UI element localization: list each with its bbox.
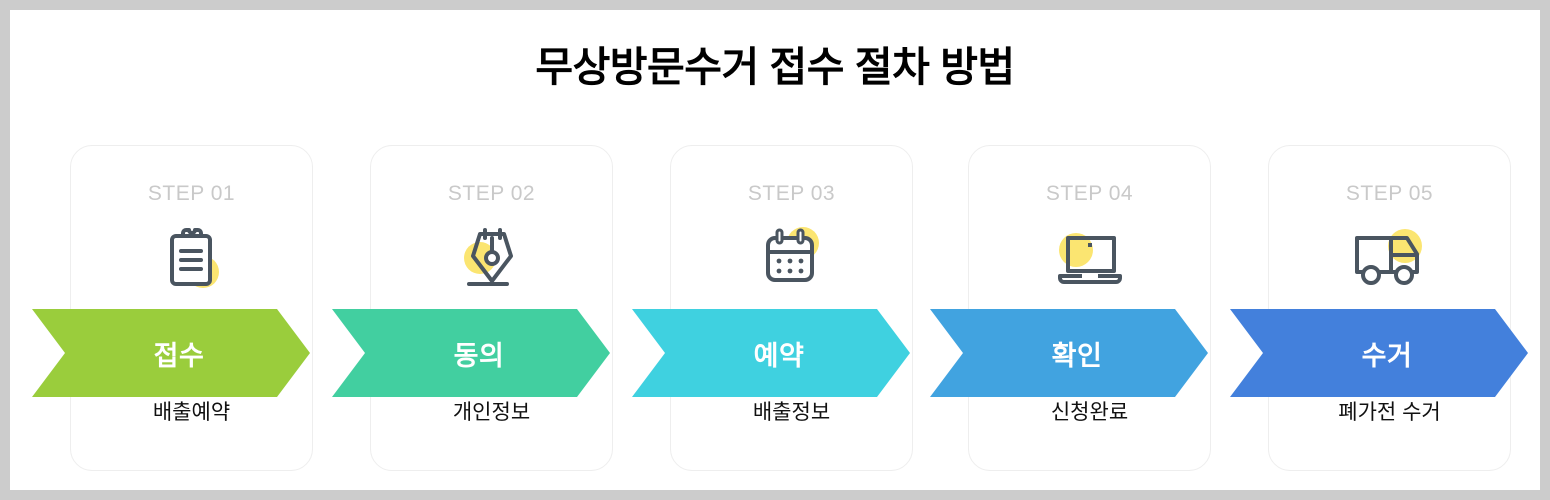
- banner-step-4[interactable]: 확인: [930, 309, 1208, 397]
- steps-container: STEP 01 배출예약 STEP 02: [10, 138, 1540, 478]
- laptop-icon: [969, 214, 1210, 304]
- banner-label-4: 확인: [1051, 340, 1103, 371]
- banner-label-3: 예약: [753, 340, 805, 371]
- step-number-5: STEP 05: [1345, 182, 1434, 205]
- process-flow-page: 무상방문수거 접수 절차 방법 STEP 01 배출예약 STEP 02: [10, 10, 1540, 490]
- step-card-5[interactable]: STEP 05 폐가전 수거: [1268, 145, 1511, 471]
- calendar-icon: [671, 214, 912, 304]
- step-number-4: STEP 04: [1045, 182, 1134, 205]
- step-caption-4: 신청완료: [1050, 401, 1129, 424]
- banner-step-3[interactable]: 예약: [632, 309, 910, 397]
- step-card-3[interactable]: STEP 03 배출정보: [670, 145, 913, 471]
- step-card-2[interactable]: STEP 02 개인정보: [370, 145, 613, 471]
- banner-step-5[interactable]: 수거: [1230, 309, 1528, 397]
- banner-step-2[interactable]: 동의: [332, 309, 610, 397]
- step-caption-5: 폐가전 수거: [1338, 401, 1441, 424]
- step-card-4[interactable]: STEP 04 신청완료: [968, 145, 1211, 471]
- step-caption-2: 개인정보: [452, 401, 531, 424]
- step-number-1: STEP 01: [147, 182, 236, 205]
- step-caption-3: 배출정보: [752, 401, 831, 424]
- banner-label-1: 접수: [153, 340, 205, 371]
- truck-icon: [1269, 214, 1510, 304]
- banner-label-2: 동의: [453, 340, 505, 371]
- step-number-2: STEP 02: [447, 182, 536, 205]
- clipboard-icon: [71, 214, 312, 304]
- banner-label-5: 수거: [1361, 340, 1413, 371]
- step-caption-1: 배출예약: [152, 401, 231, 424]
- chevron-banner-row: 접수 동의 예약 확인 수거: [10, 309, 1540, 397]
- page-title: 무상방문수거 접수 절차 방법: [535, 44, 1015, 90]
- step-card-1[interactable]: STEP 01 배출예약: [70, 145, 313, 471]
- step-number-3: STEP 03: [747, 182, 836, 205]
- pen-nib-icon: [371, 214, 612, 304]
- banner-step-1[interactable]: 접수: [32, 309, 310, 397]
